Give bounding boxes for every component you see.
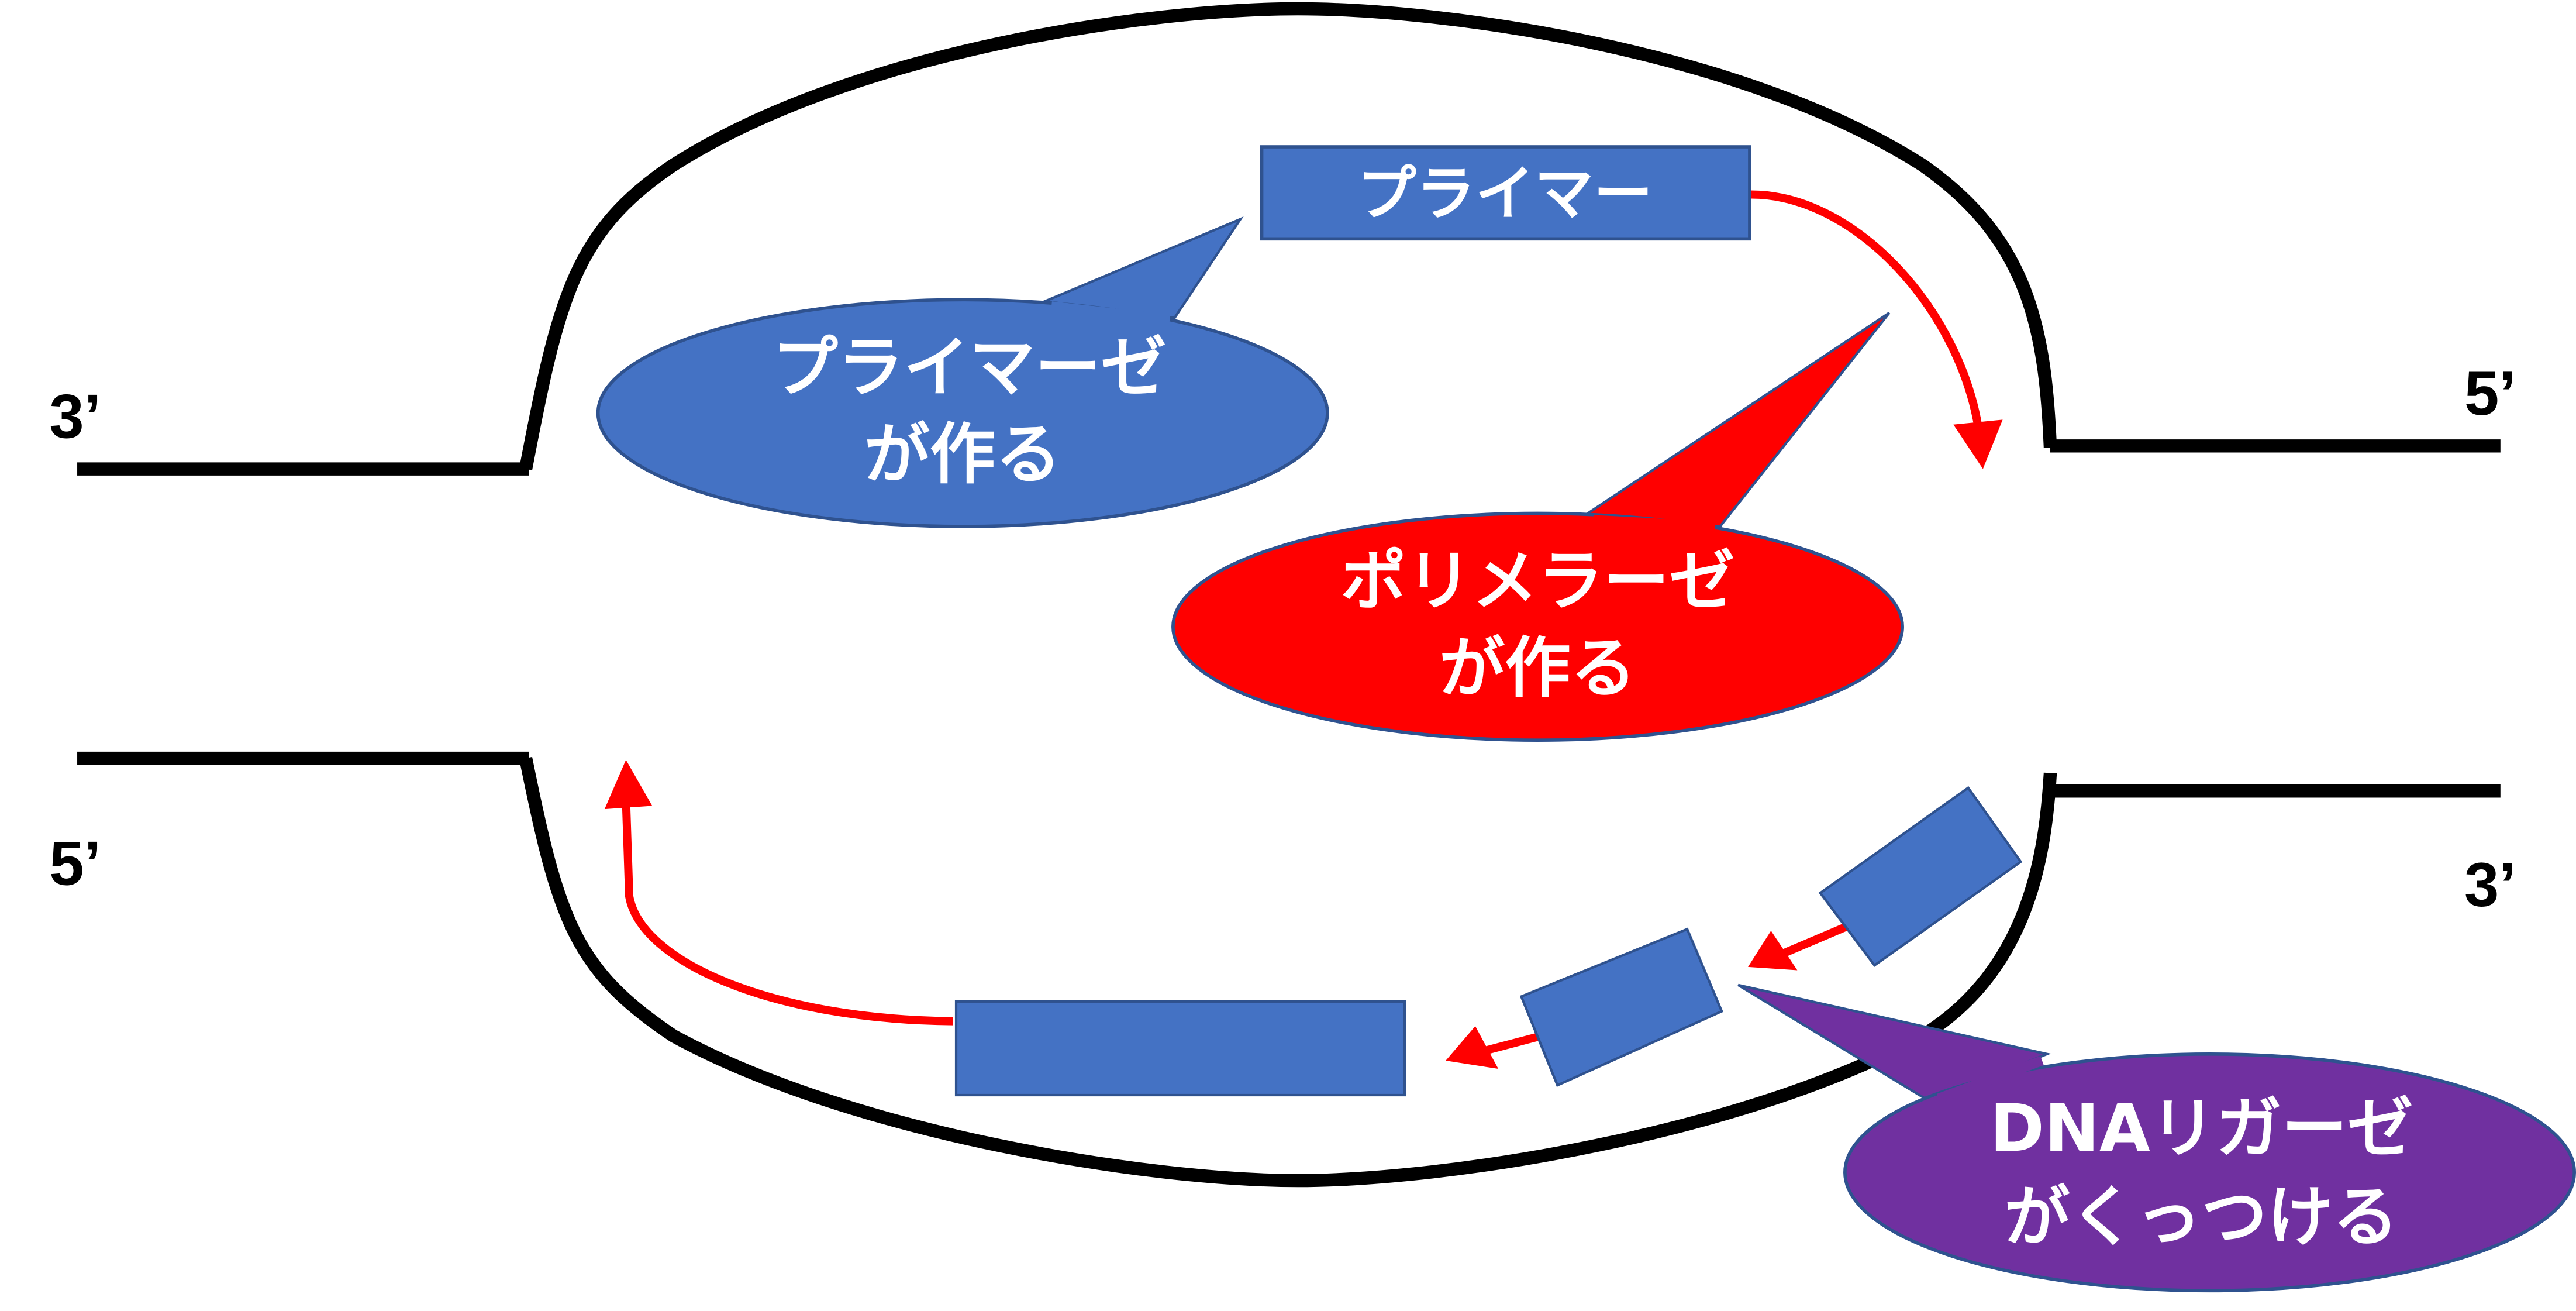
okazaki-fragment-3	[1818, 786, 2023, 967]
primer-box	[1260, 145, 1751, 241]
label-bottom-right-3prime: 3’	[2464, 849, 2516, 920]
bottom-bubble-strand	[519, 756, 2057, 1188]
label-top-left-3prime: 3’	[49, 381, 101, 451]
primase-line2: が作る	[864, 417, 1061, 493]
polymerase-line1: ポリメラーゼ	[1340, 543, 1734, 620]
bottom-extension-arrow	[622, 797, 953, 1026]
label-top-right-5prime: 5’	[2464, 358, 2516, 428]
top-extension-arrow	[1751, 190, 1984, 437]
bottom-arrowhead-icon	[604, 759, 653, 810]
fragment2-arrow	[1781, 922, 1850, 958]
top-bubble-strand	[519, 2, 2057, 470]
dna-strands	[77, 2, 2501, 1188]
fragment3-arrowhead-icon	[1446, 1026, 1499, 1069]
okazaki-fragment-1	[954, 1000, 1406, 1097]
primase-callout: プライマーゼ が作る	[596, 216, 1329, 528]
ligase-line1: DNAリガーゼ	[1990, 1090, 2413, 1167]
polymerase-callout: ポリメラーゼ が作る	[1171, 312, 1904, 742]
fragment3-arrow	[1477, 1032, 1542, 1057]
polymerase-line2: が作る	[1439, 630, 1636, 707]
fragment2-arrowhead-icon	[1748, 931, 1798, 971]
ligase-callout: DNAリガーゼ がくっつける	[1737, 983, 2576, 1293]
okazaki-fragment-2	[1519, 927, 1723, 1087]
label-bottom-left-5prime: 5’	[49, 828, 101, 898]
primer-label: プライマー	[1357, 159, 1653, 228]
primase-line1: プライマーゼ	[772, 329, 1166, 406]
top-arrowhead-icon	[1953, 419, 2003, 469]
ligase-line2: がくっつける	[2004, 1179, 2398, 1255]
